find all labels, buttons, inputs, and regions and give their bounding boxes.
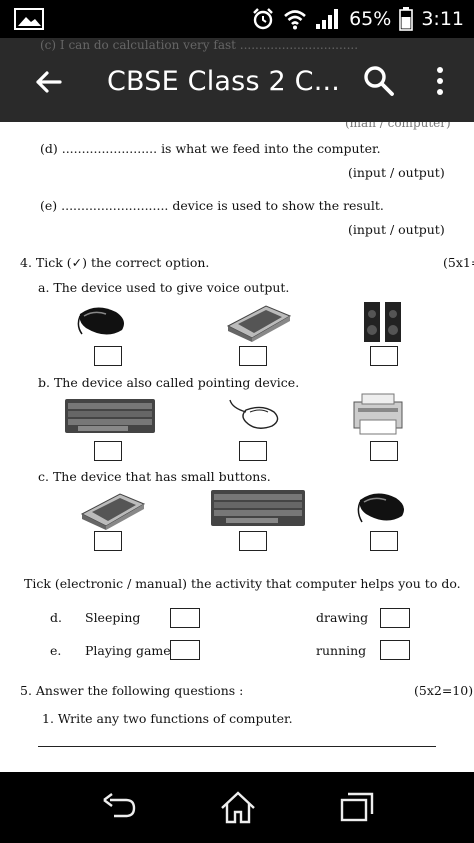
nav-home-icon[interactable]: [218, 790, 258, 824]
question-d-text: (d) ........................ is what we …: [40, 141, 381, 156]
q4a-label: a. The device used to give voice output.: [38, 280, 290, 295]
q4c-checkbox-1[interactable]: [94, 531, 122, 551]
q4a-checkbox-2[interactable]: [239, 346, 267, 366]
status-right: 65% 3:11: [251, 0, 464, 38]
app-bar: (c) I can do calculation very fast .....…: [0, 38, 474, 122]
tick-em-running-box[interactable]: [380, 640, 410, 660]
scrolled-under-text: (c) I can do calculation very fast .....…: [40, 38, 359, 52]
tick-em-sleeping-box[interactable]: [170, 608, 200, 628]
q4a-checkbox-3[interactable]: [370, 346, 398, 366]
cut-off-options: (man / computer): [345, 122, 451, 130]
speakers-image: [364, 302, 401, 342]
scanner-image-2: [80, 493, 146, 530]
printer-image: [353, 393, 403, 435]
nav-recents-icon[interactable]: [336, 790, 376, 824]
answer-line: [38, 746, 436, 747]
battery-icon: [399, 7, 414, 31]
back-arrow-icon[interactable]: [28, 62, 68, 102]
q4c-checkbox-2[interactable]: [239, 531, 267, 551]
document-viewer[interactable]: (man / computer) (d) ...................…: [0, 122, 474, 772]
q4-heading: 4. Tick (✓) the correct option.: [20, 255, 210, 270]
q4b-checkbox-2[interactable]: [239, 441, 267, 461]
battery-percent: 65%: [349, 8, 392, 30]
question-e-options: (input / output): [348, 222, 445, 237]
q4-marks: (5x1=: [443, 255, 474, 270]
alarm-icon: [253, 8, 273, 30]
q4c-label: c. The device that has small buttons.: [38, 469, 271, 484]
app-title: CBSE Class 2 C...: [107, 66, 341, 97]
tick-em-row-d-left: Sleeping: [85, 610, 141, 625]
signal-icon: [316, 9, 339, 29]
mouse-image: [77, 307, 124, 335]
tick-em-heading: Tick (electronic / manual) the activity …: [24, 576, 461, 591]
q4b-label: b. The device also called pointing devic…: [38, 375, 300, 390]
wifi-icon: [284, 10, 306, 30]
q5-marks: (5x2=10): [414, 683, 474, 698]
q4b-checkbox-3[interactable]: [370, 441, 398, 461]
more-vert-icon[interactable]: [430, 64, 450, 98]
tick-em-row-e-id: e.: [50, 643, 62, 658]
q4a-checkbox-1[interactable]: [94, 346, 122, 366]
nav-back-icon[interactable]: [100, 790, 140, 824]
scanner-image: [226, 305, 292, 342]
tick-em-row-e-right: running: [316, 643, 367, 658]
keyboard-image-2: [211, 490, 305, 526]
q5-heading: 5. Answer the following questions :: [20, 683, 244, 698]
keyboard-image: [65, 399, 155, 433]
mouse-image-2: [357, 493, 404, 523]
question-d-options: (input / output): [348, 165, 445, 180]
q5-item-1: 1. Write any two functions of computer.: [42, 711, 293, 726]
tick-em-row-d-id: d.: [50, 610, 62, 625]
question-e-text: (e) ........................... device i…: [40, 198, 384, 213]
tick-em-playing-box[interactable]: [170, 640, 200, 660]
navigation-bar: [0, 772, 474, 843]
tick-em-row-d-right: drawing: [316, 610, 369, 625]
tick-em-drawing-box[interactable]: [380, 608, 410, 628]
mouse-outline-image: [229, 399, 279, 429]
status-bar: 65% 3:11: [0, 0, 474, 38]
clock: 3:11: [421, 8, 464, 30]
q4b-checkbox-1[interactable]: [94, 441, 122, 461]
tick-em-row-e-left: Playing games: [85, 643, 178, 658]
search-icon[interactable]: [362, 64, 396, 98]
q4c-checkbox-3[interactable]: [370, 531, 398, 551]
gallery-icon: [14, 8, 44, 30]
